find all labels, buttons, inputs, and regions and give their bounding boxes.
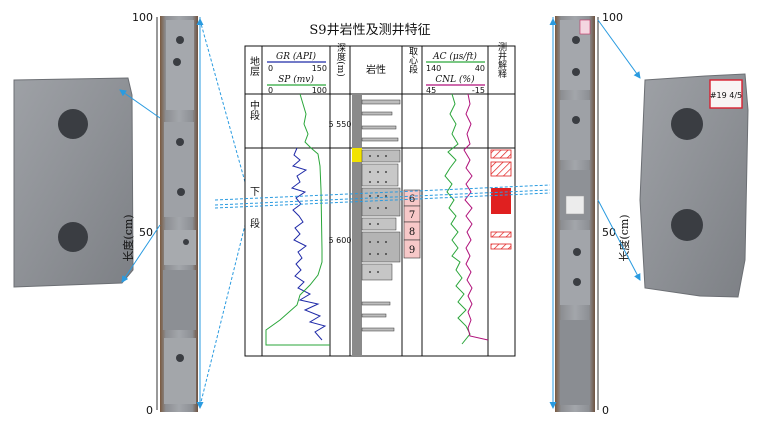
sp-label: SP (mv) (278, 74, 314, 85)
log-panel: 地层 GR (API) 0 150 SP (mv) 0 100 深度(m) 岩性… (214, 42, 551, 357)
drill-hole-lower-right (671, 209, 703, 241)
cnl-max: -15 (472, 86, 485, 95)
core-sections: 6 7 8 9 (403, 189, 421, 259)
ac-max: 40 (475, 64, 485, 73)
cnl-min: 45 (426, 86, 436, 95)
sample-tag (709, 79, 743, 109)
sample-tag-text: #19 4/5 (710, 91, 742, 100)
left-arrows (119, 17, 251, 409)
strata-lower: 下段 (248, 186, 260, 250)
left-scale-bottom: 0 (146, 404, 153, 417)
left-scale-mid: 50 (139, 226, 153, 239)
strata-header: 地层 (248, 55, 260, 77)
interp-header: 测井解释 (496, 42, 507, 79)
lithology-column (352, 94, 401, 356)
core-label-8: 8 (409, 227, 415, 238)
ac-curve (444, 93, 471, 345)
right-core-column (555, 16, 595, 412)
right-scale-mid: 50 (602, 226, 616, 239)
right-slab-photo: #19 4/5 (639, 73, 749, 298)
ac-label: AC (μs/ft) (432, 51, 477, 62)
sp-min: 0 (268, 86, 273, 95)
right-arrows (549, 17, 641, 409)
gr-max: 150 (312, 64, 327, 73)
right-scale-bottom: 0 (602, 404, 609, 417)
drill-hole-upper-right (671, 108, 703, 140)
depth-header: 深度(m) (335, 43, 346, 77)
depth-tick-5550: 5 550 (329, 120, 352, 129)
coring-header: 取心段 (407, 46, 418, 74)
gr-min: 0 (268, 64, 273, 73)
right-scale-label: 长度(cm) (617, 214, 631, 261)
drill-hole-upper (58, 109, 88, 139)
interpretation-column (490, 149, 512, 250)
sp-curve (265, 93, 330, 346)
gr-label: GR (API) (276, 51, 316, 62)
core-label-7: 7 (409, 210, 415, 221)
strata-upper: 中段 (248, 99, 260, 121)
sp-max: 100 (312, 86, 327, 95)
left-length-scale: 100 50 0 长度(cm) (121, 11, 158, 417)
cnl-label: CNL (%) (435, 74, 475, 85)
lithology-header: 岩性 (366, 63, 386, 76)
gr-curve (290, 147, 327, 341)
left-scale-top: 100 (132, 11, 153, 24)
left-core-column (160, 16, 198, 412)
left-scale-label: 长度(cm) (121, 214, 135, 261)
cnl-curve (463, 93, 489, 341)
drill-hole-lower (58, 222, 88, 252)
left-slab-photo (13, 77, 134, 288)
core-label-9: 9 (409, 245, 415, 256)
depth-tick-5600: 5 600 (329, 236, 352, 245)
core-box-9 (403, 239, 421, 259)
right-length-scale: 100 50 0 长度(cm) (597, 11, 631, 417)
log-title: S9井岩性及测井特征 (309, 23, 430, 38)
right-scale-top: 100 (602, 11, 623, 24)
ac-min: 140 (426, 64, 441, 73)
